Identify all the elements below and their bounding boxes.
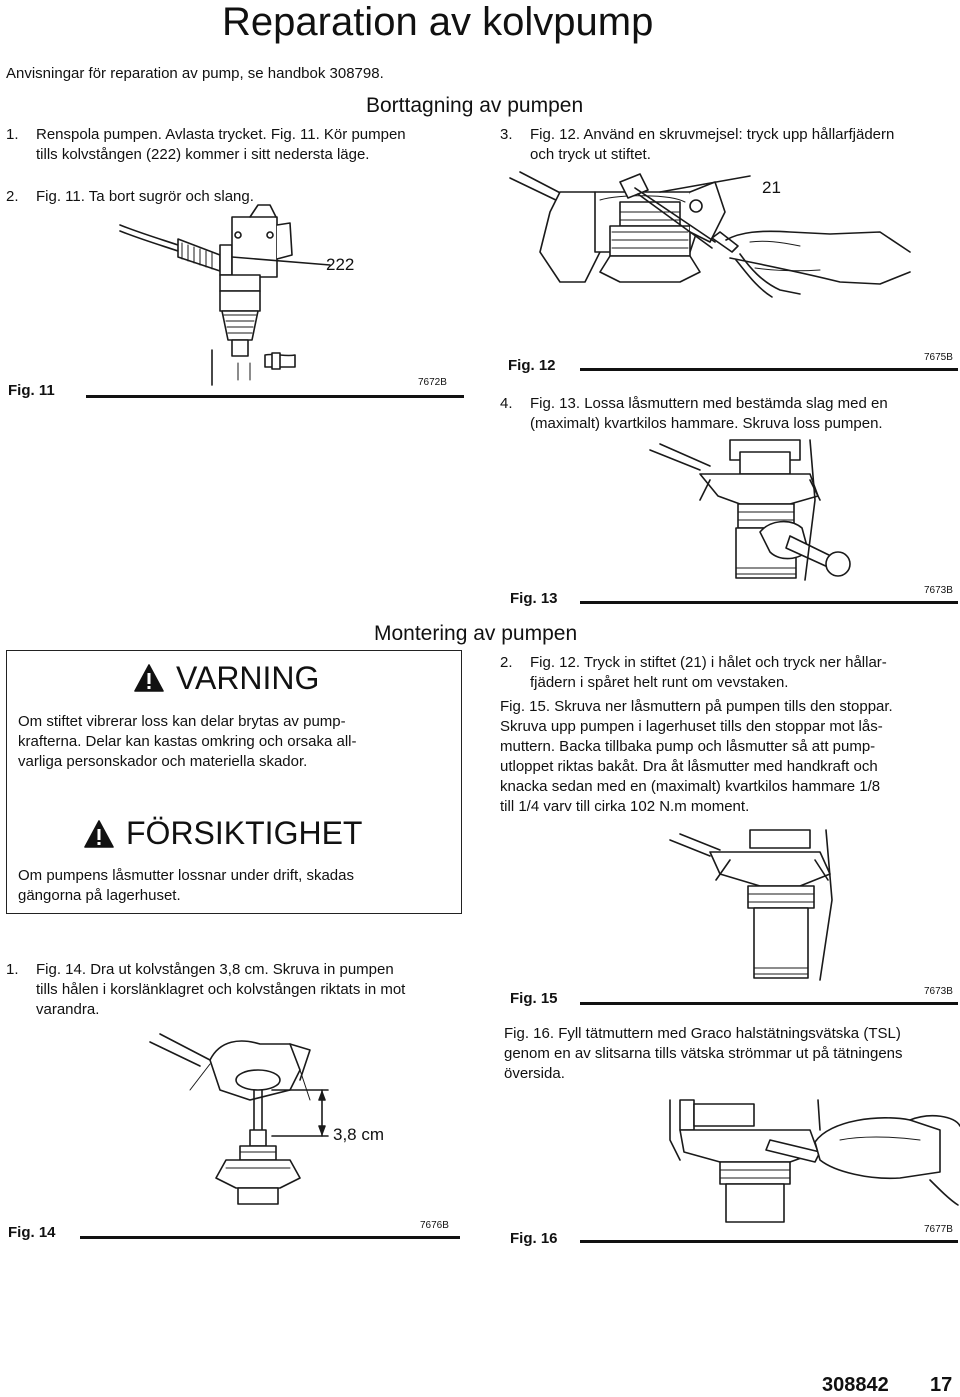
step-number: 1.	[6, 126, 19, 143]
instruction-line: Skruva upp pumpen i lagerhuset tills den…	[500, 718, 883, 735]
mounting-heading: Montering av pumpen	[374, 622, 578, 645]
instruction-line: utloppet riktas bakåt. Dra åt låsmutter …	[500, 758, 878, 775]
fig12-label: Fig. 12	[508, 357, 556, 374]
fig16-illustration	[669, 1099, 960, 1223]
fig11-label: Fig. 11	[8, 382, 55, 399]
fig16-code: 7677B	[924, 1224, 953, 1235]
instruction-line: muttern. Backa tillbaka pump och låsmutt…	[500, 738, 876, 755]
step-text-line: tills hålen i korslänklagret och kolvstå…	[36, 981, 406, 998]
fig13-code: 7673B	[924, 585, 953, 596]
fig11-illustration	[119, 204, 331, 386]
fig15-code: 7673B	[924, 986, 953, 997]
step-number: 4.	[500, 395, 513, 412]
footer-page-number: 17	[930, 1374, 953, 1396]
step-text-line: fjädern i spåret helt runt om vevstaken.	[530, 674, 789, 691]
fig13-rule	[580, 601, 958, 604]
fig13-label: Fig. 13	[510, 590, 558, 607]
removal-step-4: 4. Fig. 13. Lossa låsmuttern med bestämda…	[500, 394, 960, 434]
step-number: 1.	[6, 961, 19, 978]
fig14-illustration	[149, 1033, 329, 1205]
fig13-illustration	[649, 439, 851, 581]
step-number: 2.	[500, 654, 513, 671]
footer-doc-number: 308842	[822, 1374, 889, 1396]
fig16-instructions: Fig. 16. Fyll tätmuttern med Graco halst…	[504, 1024, 960, 1084]
fig14-callout: 3,8 cm	[333, 1125, 385, 1144]
fig12-code: 7675B	[924, 352, 953, 363]
fig14-code: 7676B	[420, 1220, 449, 1231]
mounting-step-1: 1. Fig. 14. Dra ut kolvstången 3,8 cm. Sk…	[6, 960, 476, 1020]
fig11-callout: 222	[326, 255, 355, 274]
step-number: 2.	[6, 188, 19, 205]
instruction-line: genom en av slitsarna tills vätska ström…	[504, 1045, 903, 1062]
caution-icon	[84, 820, 114, 848]
fig15-label: Fig. 15	[510, 990, 558, 1007]
fig15-rule	[580, 1002, 958, 1005]
instruction-line: till 1/4 varv till cirka 102 N.m moment.	[500, 798, 750, 815]
fig16-label: Fig. 16	[510, 1230, 558, 1247]
removal-heading: Borttagning av pumpen	[366, 94, 584, 117]
caution-title: FÖRSIKTIGHET	[126, 815, 363, 851]
fig11-rule	[86, 395, 464, 398]
step-text-line: Fig. 14. Dra ut kolvstången 3,8 cm. Skru…	[36, 961, 394, 978]
step-text-line: och tryck ut stiftet.	[530, 146, 651, 163]
fig12-rule	[580, 368, 958, 371]
removal-step-1: 1. Renspola pumpen. Avlasta trycket. Fig.…	[6, 125, 476, 165]
step-text-line: Fig. 12. Använd en skruvmejsel: tryck up…	[530, 126, 895, 143]
fig14-rule	[80, 1236, 460, 1239]
fig15-illustration	[669, 829, 833, 981]
intro-text: Anvisningar för reparation av pump, se h…	[6, 65, 384, 82]
removal-step-3: 3. Fig. 12. Använd en skruvmejsel: tryck …	[500, 125, 960, 165]
step-number: 3.	[500, 126, 513, 143]
instruction-line: Fig. 16. Fyll tätmuttern med Graco halst…	[504, 1025, 901, 1042]
fig15-instructions: Fig. 15. Skruva ner låsmuttern på pumpen…	[500, 697, 960, 817]
step-text-line: Fig. 12. Tryck in stiftet (21) i hålet o…	[530, 654, 887, 671]
step-text-line: varandra.	[36, 1001, 100, 1018]
warning-box	[6, 650, 462, 914]
fig14-label: Fig. 14	[8, 1224, 56, 1241]
instruction-line: knacka sedan med en (maximalt) kvartkilo…	[500, 778, 881, 795]
step-text-line: tills kolvstången (222) kommer i sitt ne…	[36, 146, 370, 163]
caution-text: Om pumpens låsmutter lossnar under drift…	[18, 866, 354, 906]
fig11-code: 7672B	[418, 377, 447, 388]
warning-line: varliga personskador och materiella skad…	[18, 753, 308, 770]
removal-step-2: 2. Fig. 11. Ta bort sugrör och slang.	[6, 187, 476, 207]
warning-title: VARNING	[176, 660, 320, 696]
caution-line: Om pumpens låsmutter lossnar under drift…	[18, 867, 354, 884]
step-text-line: Fig. 11. Ta bort sugrör och slang.	[36, 188, 254, 205]
warning-line: krafterna. Delar kan kastas omkring och …	[18, 733, 357, 750]
instruction-line: översida.	[504, 1065, 565, 1082]
page-title: Reparation av kolvpump	[222, 0, 654, 44]
caution-line: gängorna på lagerhuset.	[18, 887, 181, 904]
fig16-rule	[580, 1240, 958, 1243]
warning-line: Om stiftet vibrerar loss kan delar bryta…	[18, 713, 346, 730]
warning-icon	[134, 664, 164, 692]
step-text-line: Renspola pumpen. Avlasta trycket. Fig. 1…	[36, 126, 406, 143]
fig12-callout: 21	[762, 178, 781, 197]
step-text-line: (maximalt) kvartkilos hammare. Skruva lo…	[530, 415, 883, 432]
step-text-line: Fig. 13. Lossa låsmuttern med bestämda s…	[530, 395, 888, 412]
fig12-illustration	[509, 171, 911, 298]
warning-text: Om stiftet vibrerar loss kan delar bryta…	[18, 712, 356, 772]
mounting-step-2: 2. Fig. 12. Tryck in stiftet (21) i hålet…	[500, 653, 960, 693]
instruction-line: Fig. 15. Skruva ner låsmuttern på pumpen…	[500, 698, 893, 715]
